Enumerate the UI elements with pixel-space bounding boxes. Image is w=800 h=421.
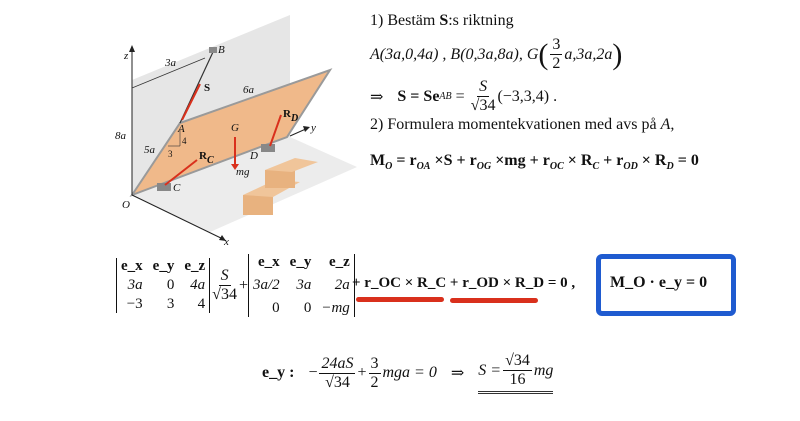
- label-D: D: [250, 150, 258, 162]
- label-S: S: [204, 82, 211, 94]
- force-S: [181, 83, 201, 121]
- dimension-3a: [131, 57, 206, 89]
- label-z: z: [124, 50, 129, 62]
- mg-arrowhead-icon: [231, 164, 239, 170]
- statics-diagram: [129, 15, 357, 241]
- label-4: 4: [182, 136, 187, 146]
- step1-heading: 1) Bestäm S:s riktning: [370, 12, 514, 29]
- red-underline-2: [450, 298, 538, 303]
- boxed-equation: M_O · e_y = 0: [610, 274, 708, 291]
- label-3: 3: [168, 149, 173, 159]
- force-RC: [164, 159, 198, 186]
- hinge-D: [261, 144, 275, 152]
- label-A: A: [178, 123, 185, 135]
- label-y: y: [311, 122, 316, 134]
- remaining-terms: + r_OC × R_C + r_OD × R_D = 0 ,: [352, 275, 576, 291]
- label-B: B: [218, 44, 225, 56]
- step2-heading: 2) Formulera momentekvationen med avs på…: [370, 116, 675, 133]
- stairs: [243, 158, 318, 215]
- x-axis-arrow-icon: [219, 235, 226, 241]
- red-underline-1: [356, 297, 444, 302]
- x-axis: [131, 194, 226, 241]
- label-C: C: [173, 182, 181, 194]
- label-O: O: [122, 199, 130, 211]
- label-mg: mg: [236, 166, 250, 178]
- label-8a: 8a: [115, 130, 126, 142]
- label-5a: 5a: [144, 144, 155, 156]
- label-RD: RD: [283, 108, 299, 124]
- bracket-B: [209, 47, 217, 53]
- hinge-C: [157, 183, 171, 191]
- z-axis-arrow-icon: [129, 45, 135, 52]
- highlight-box: [596, 254, 736, 316]
- label-6a: 6a: [243, 84, 254, 96]
- label-RC: RC: [199, 150, 214, 166]
- label-x: x: [224, 236, 229, 248]
- label-3a: 3a: [165, 57, 176, 69]
- force-RD: [269, 114, 282, 147]
- y-axis-arrow-icon: [303, 126, 310, 132]
- moment-equation: MO = rOA ×S + rOG ×mg + rOC × RC + rOD ×…: [370, 152, 699, 172]
- label-G: G: [231, 122, 239, 134]
